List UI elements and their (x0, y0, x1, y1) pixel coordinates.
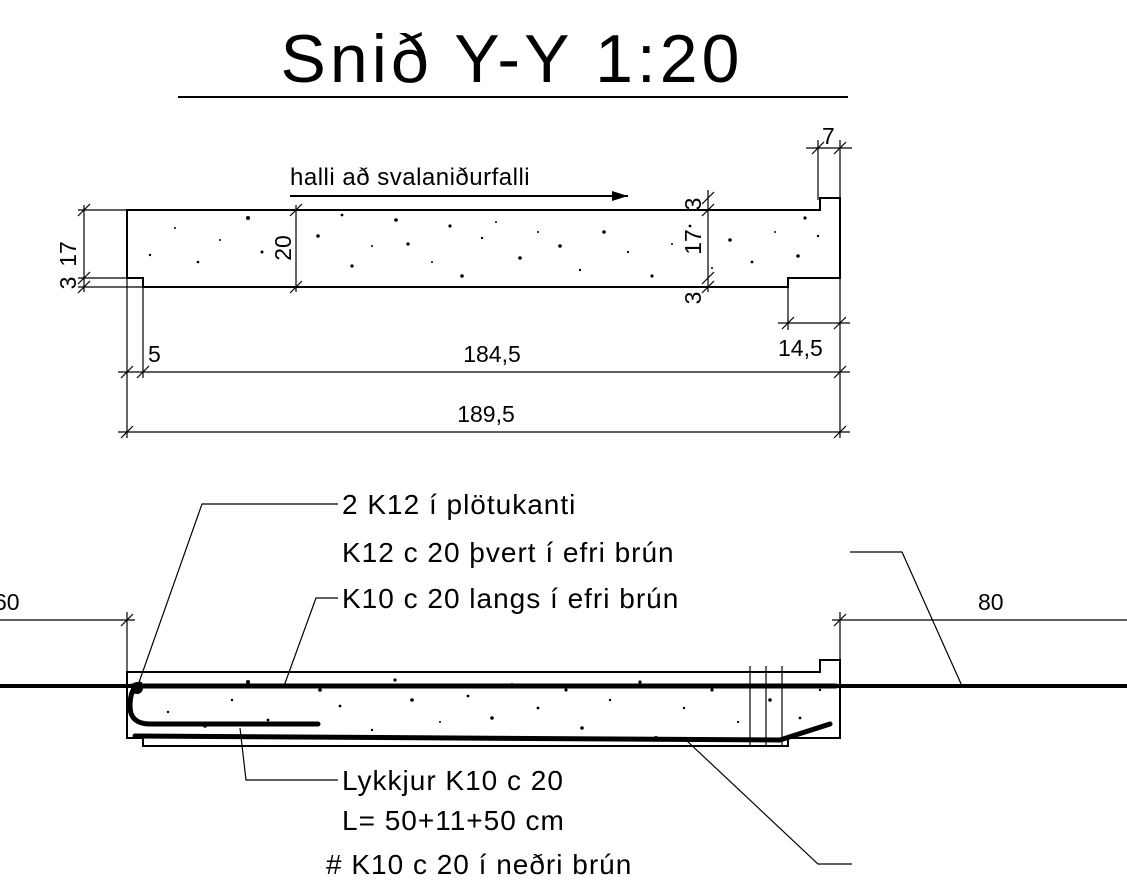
dim-bottom-189-5: 189,5 (457, 401, 515, 427)
concrete-hatch-lower (166, 678, 822, 740)
dim-right-17: 17 (680, 229, 706, 255)
leader-loops (239, 727, 338, 781)
drawing-title: Snið Y-Y 1:20 (281, 21, 744, 97)
dim-left-3: 3 (55, 277, 81, 290)
concrete-hatch-upper (148, 213, 820, 278)
leader-edge-bars (136, 503, 338, 689)
label-longitudinal-top: K10 c 20 langs í efri brún (342, 583, 679, 614)
lower-section: 60 80 2 K12 í plötukanti K12 c 20 þvert … (0, 489, 1127, 880)
label-bottom-mesh: # K10 c 20 í neðri brún (326, 849, 632, 880)
label-loop-length: L= 50+11+50 cm (342, 805, 565, 836)
dim-left-17: 17 (55, 241, 81, 267)
dim-top-7: 7 (822, 123, 835, 149)
slab-outline-lower (126, 659, 841, 747)
dim-mid-20: 20 (270, 235, 296, 261)
label-transverse-top: K12 c 20 þvert í efri brún (342, 537, 675, 568)
leader-transverse-top (850, 551, 963, 687)
dim-right-80: 80 (978, 589, 1004, 615)
leader-longitudinal-top (283, 597, 338, 687)
bottom-mesh-bar (132, 721, 833, 743)
slab-outline-upper (126, 197, 841, 288)
dim-bottom-5: 5 (148, 341, 161, 367)
dim-right-14-5: 14,5 (778, 335, 823, 361)
label-loops: Lykkjur K10 c 20 (342, 765, 564, 796)
label-edge-bars: 2 K12 í plötukanti (342, 489, 576, 520)
dim-bottom-184-5: 184,5 (463, 341, 521, 367)
leader-bottom-mesh (685, 739, 852, 865)
dim-right-top-3: 3 (680, 198, 706, 211)
upper-section: halli að svalaniðurfalli 17 3 20 3 17 3 (55, 123, 852, 439)
slope-note: halli að svalaniðurfalli (290, 164, 530, 191)
dim-right-bottom-3: 3 (680, 292, 706, 305)
dim-left-60: 60 (0, 589, 20, 615)
slope-arrowhead (612, 191, 628, 201)
